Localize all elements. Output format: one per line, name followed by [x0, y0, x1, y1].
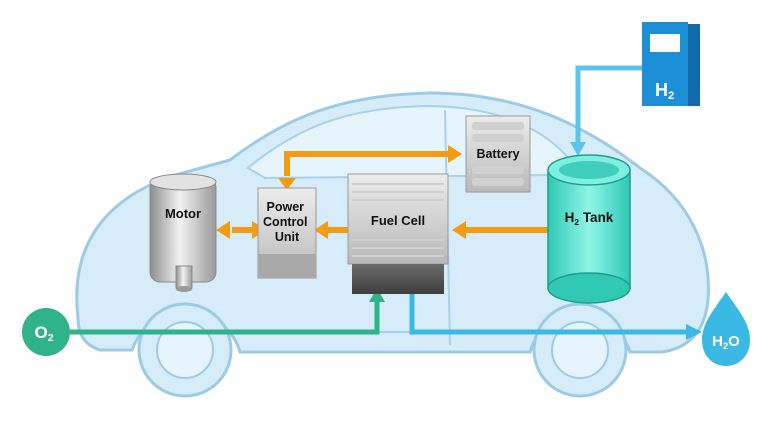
battery-label: Battery: [476, 147, 519, 161]
oxygen-label: O2: [34, 323, 53, 344]
oxygen-badge-icon: O2: [22, 308, 70, 356]
arrowhead-battery-to-pcu: [278, 178, 296, 190]
pcu-label: Power Control Unit: [263, 200, 311, 244]
tank-label: H2 Tank: [565, 210, 614, 227]
arrowhead-fuelcell-to-pcu: [314, 221, 328, 239]
power-control-unit: Power Control Unit: [257, 187, 317, 279]
hydrogen-supply-arrowhead: [570, 142, 586, 156]
water-outlet-arrowhead: [686, 324, 702, 340]
arrowhead-tank-to-fuelcell: [452, 221, 466, 239]
arrow-pcu-battery: [284, 151, 450, 176]
arrowhead-pcu-to-battery: [448, 145, 462, 163]
oxygen-supply-line: [70, 300, 380, 335]
motor-label: Motor: [165, 206, 201, 221]
hydrogen-tank: H2 Tank: [547, 154, 631, 304]
rear-wheel: [532, 302, 628, 398]
front-wheel: [137, 302, 233, 398]
hydrogen-supply-line: [575, 65, 660, 146]
water-label: H2O: [712, 333, 740, 351]
hydrogen-station-icon: H2: [642, 22, 700, 106]
station-label: H2: [655, 80, 674, 102]
water-outlet-line: [409, 290, 688, 335]
battery: Battery: [465, 115, 531, 193]
fuel-cell-label: Fuel Cell: [371, 213, 425, 228]
oxygen-supply-arrowhead: [369, 288, 385, 302]
motor: Motor: [149, 173, 217, 292]
water-drop-icon: H2O: [702, 292, 750, 366]
fuel-cell: Fuel Cell: [347, 173, 449, 294]
energy-flow-arrows: [232, 151, 548, 233]
arrowhead-pcu-to-motor: [216, 221, 230, 239]
